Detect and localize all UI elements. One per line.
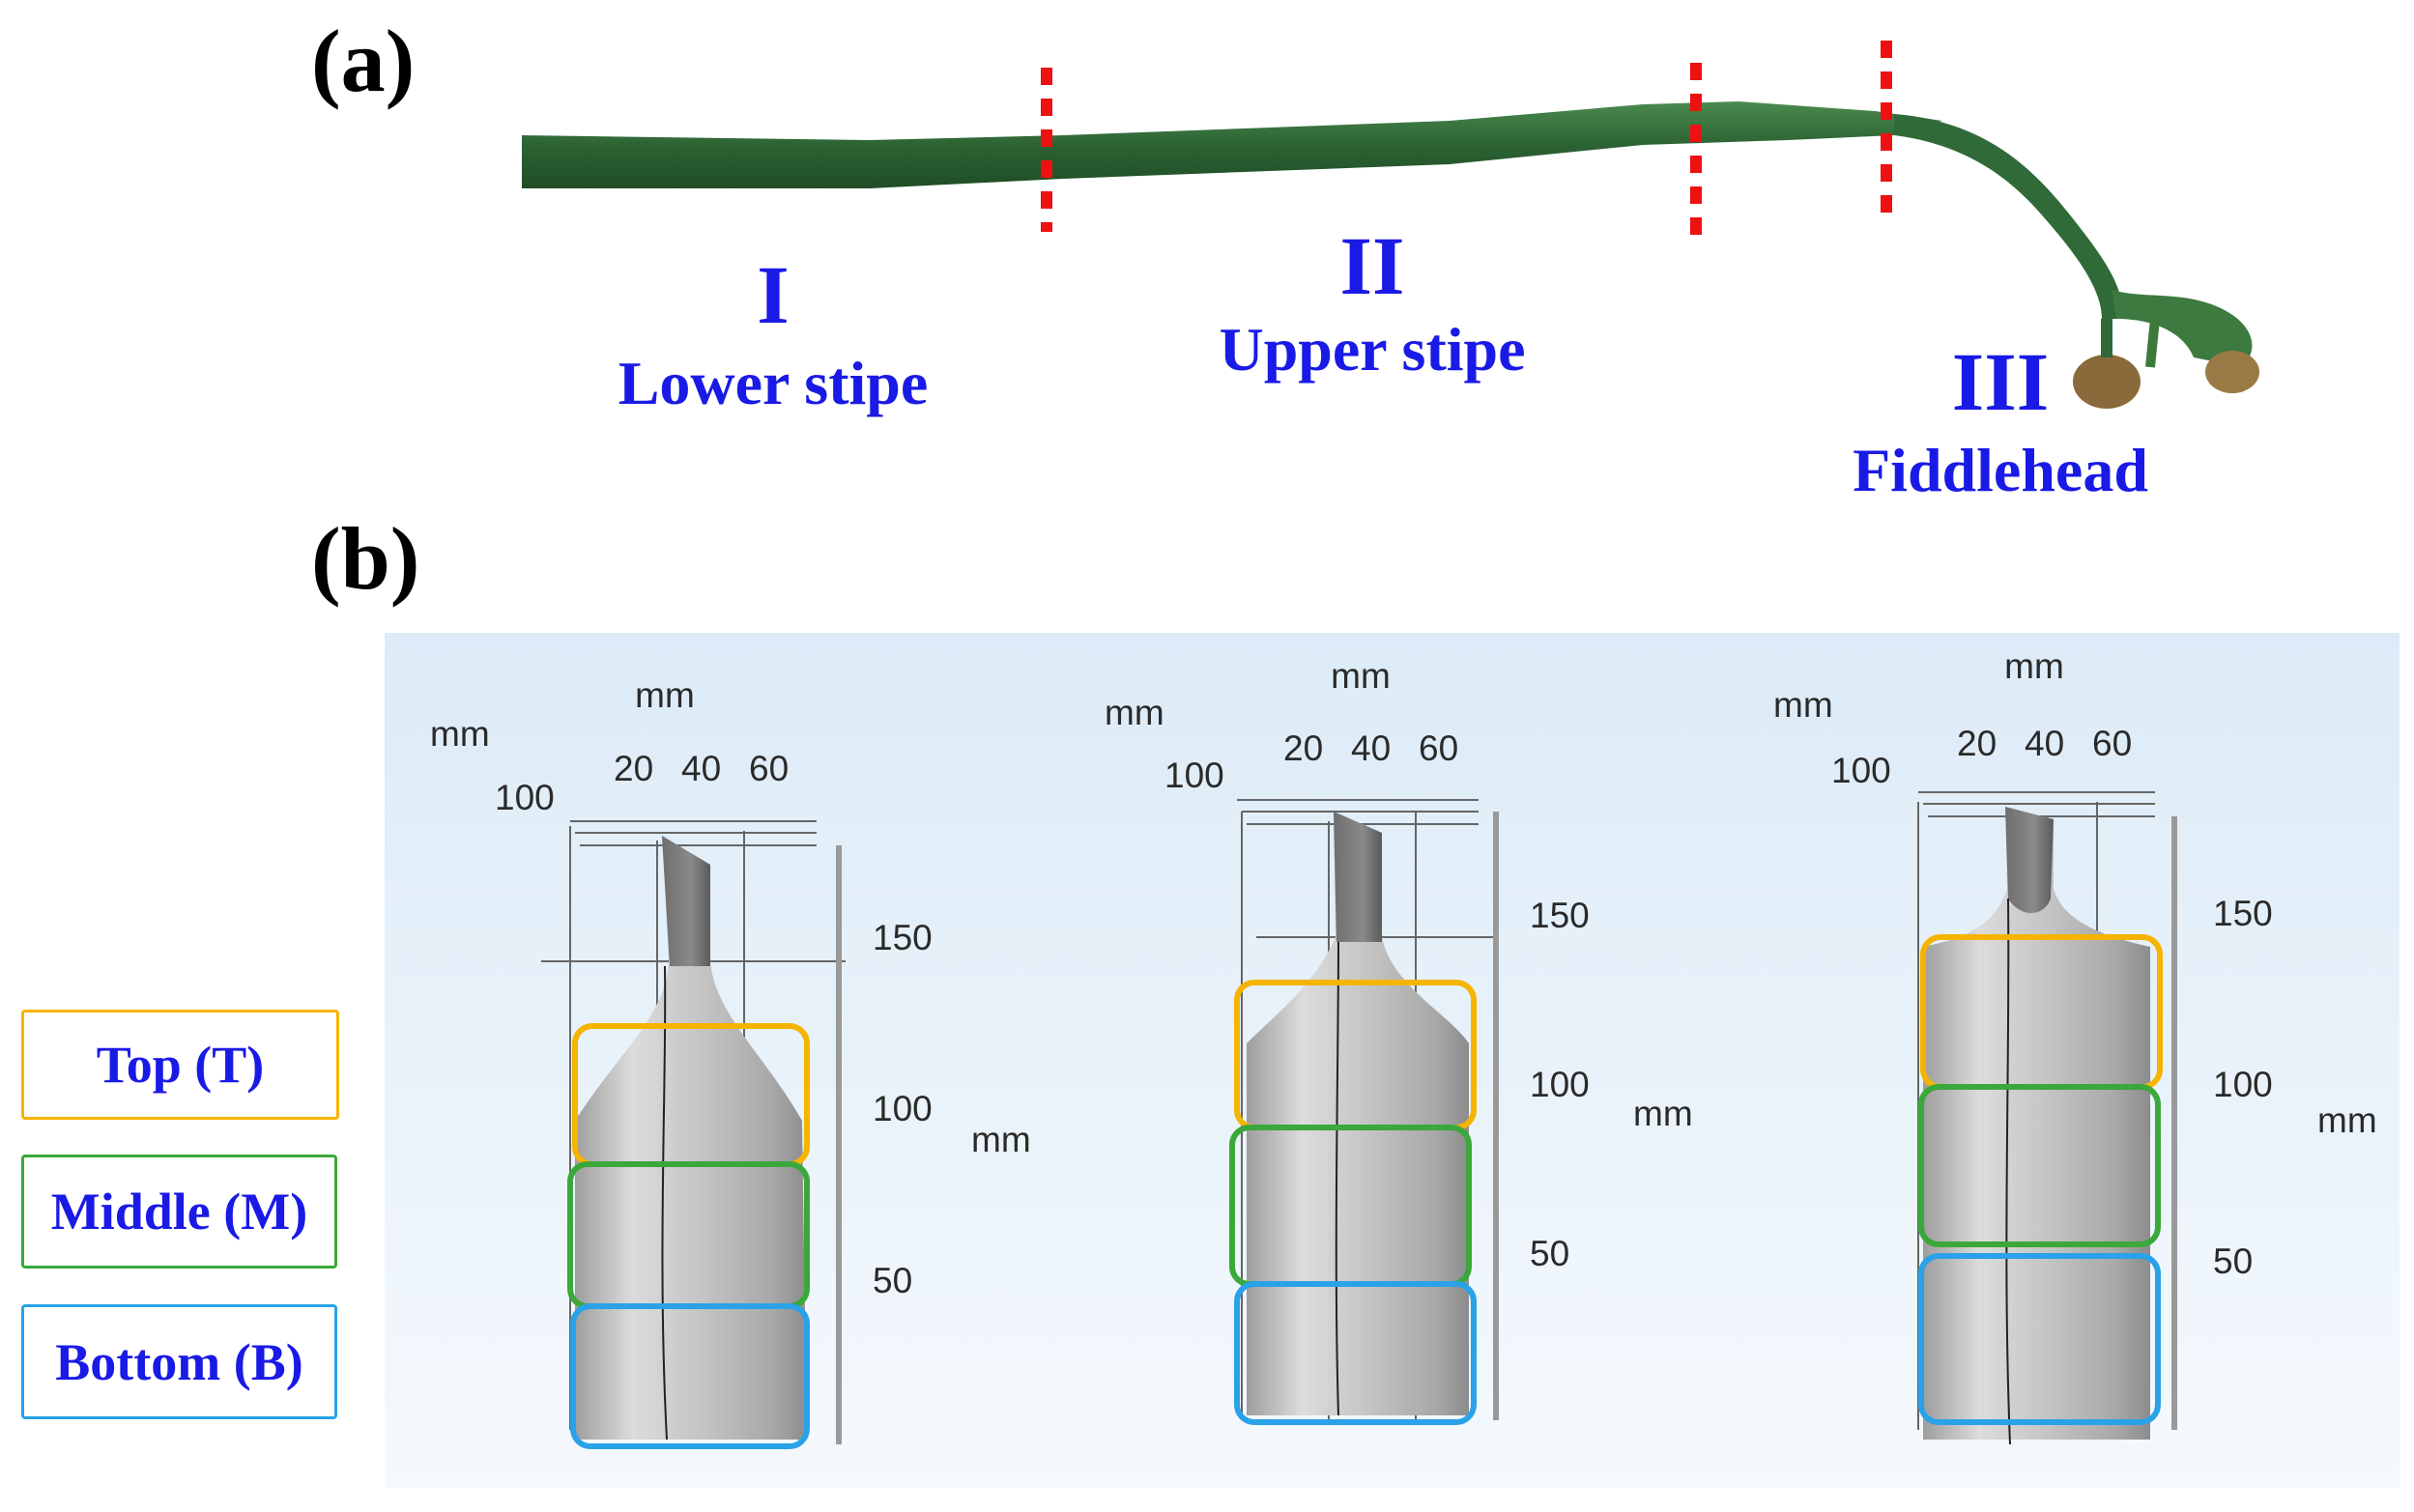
stipe (522, 101, 2122, 319)
model-2-depth-unit: mm (1105, 693, 1164, 732)
model-3-tick-40: 40 (2025, 724, 2064, 763)
model-2-tick-40: 40 (1351, 728, 1391, 768)
panel-a-label: (a) (311, 12, 416, 110)
model-2-depth-tick: 100 (1164, 756, 1224, 795)
model-1-tick-50: 50 (873, 1261, 912, 1300)
model-3-top-unit: mm (2004, 646, 2064, 686)
model-2-tick-100: 100 (1530, 1065, 1590, 1104)
model-3-depth-tick: 100 (1831, 751, 1891, 790)
model-1-top-unit: mm (635, 675, 695, 715)
section-I-numeral: I (757, 248, 790, 341)
model-3-vertical-unit: mm (2317, 1100, 2377, 1140)
model-2-tick-20: 20 (1283, 728, 1323, 768)
model-1-depth-unit: mm (430, 714, 490, 754)
model-2-top-unit: mm (1331, 656, 1391, 696)
model-1-tick-40: 40 (681, 749, 721, 788)
model-3-region-bottom (1918, 1253, 2161, 1425)
model-1-region-bottom (570, 1303, 810, 1449)
fiddlehead-tip (2073, 290, 2259, 409)
section-I-name: Lower stipe (618, 349, 929, 417)
model-3-tick-100: 100 (2213, 1065, 2273, 1104)
model-3-region-middle (1918, 1084, 2161, 1247)
panel-b-label: (b) (311, 509, 420, 608)
model-3-depth-unit: mm (1773, 685, 1833, 725)
section-III-name: Fiddlehead (1853, 436, 2148, 504)
model-2-tick-150: 150 (1530, 896, 1590, 935)
model-2-vertical-unit: mm (1633, 1094, 1693, 1133)
fern-frond-image (522, 41, 2259, 409)
model-1-vertical-unit: mm (971, 1120, 1031, 1159)
model-1-depth-tick: 100 (495, 778, 555, 817)
model-3-tick-20: 20 (1957, 724, 1997, 763)
section-III-numeral: III (1951, 335, 2050, 428)
model-1-tick-20: 20 (614, 749, 653, 788)
model-2-tick-50: 50 (1530, 1234, 1569, 1273)
section-II-name: Upper stipe (1219, 315, 1526, 384)
legend-bottom: Bottom (B) (21, 1304, 337, 1419)
model-1-tick-150: 150 (873, 918, 933, 957)
model-3-tick-50: 50 (2213, 1241, 2253, 1281)
section-II-numeral: II (1339, 219, 1405, 312)
model-3-tick-150: 150 (2213, 894, 2273, 933)
model-3-tick-60: 60 (2092, 724, 2132, 763)
model-3: mm mm 100 20 40 60 150 100 50 mm (1773, 646, 2377, 1445)
legend-middle: Middle (M) (21, 1155, 337, 1269)
legend-top: Top (T) (21, 1010, 339, 1120)
model-1-tick-100: 100 (873, 1089, 933, 1128)
model-2-tick-60: 60 (1419, 728, 1458, 768)
model-1-tick-60: 60 (749, 749, 789, 788)
model-2-region-bottom (1234, 1281, 1477, 1425)
model-2: mm mm 100 20 40 60 150 100 50 mm (1105, 656, 1693, 1425)
model-1: mm mm 100 20 40 60 150 100 50 mm (430, 675, 1031, 1449)
